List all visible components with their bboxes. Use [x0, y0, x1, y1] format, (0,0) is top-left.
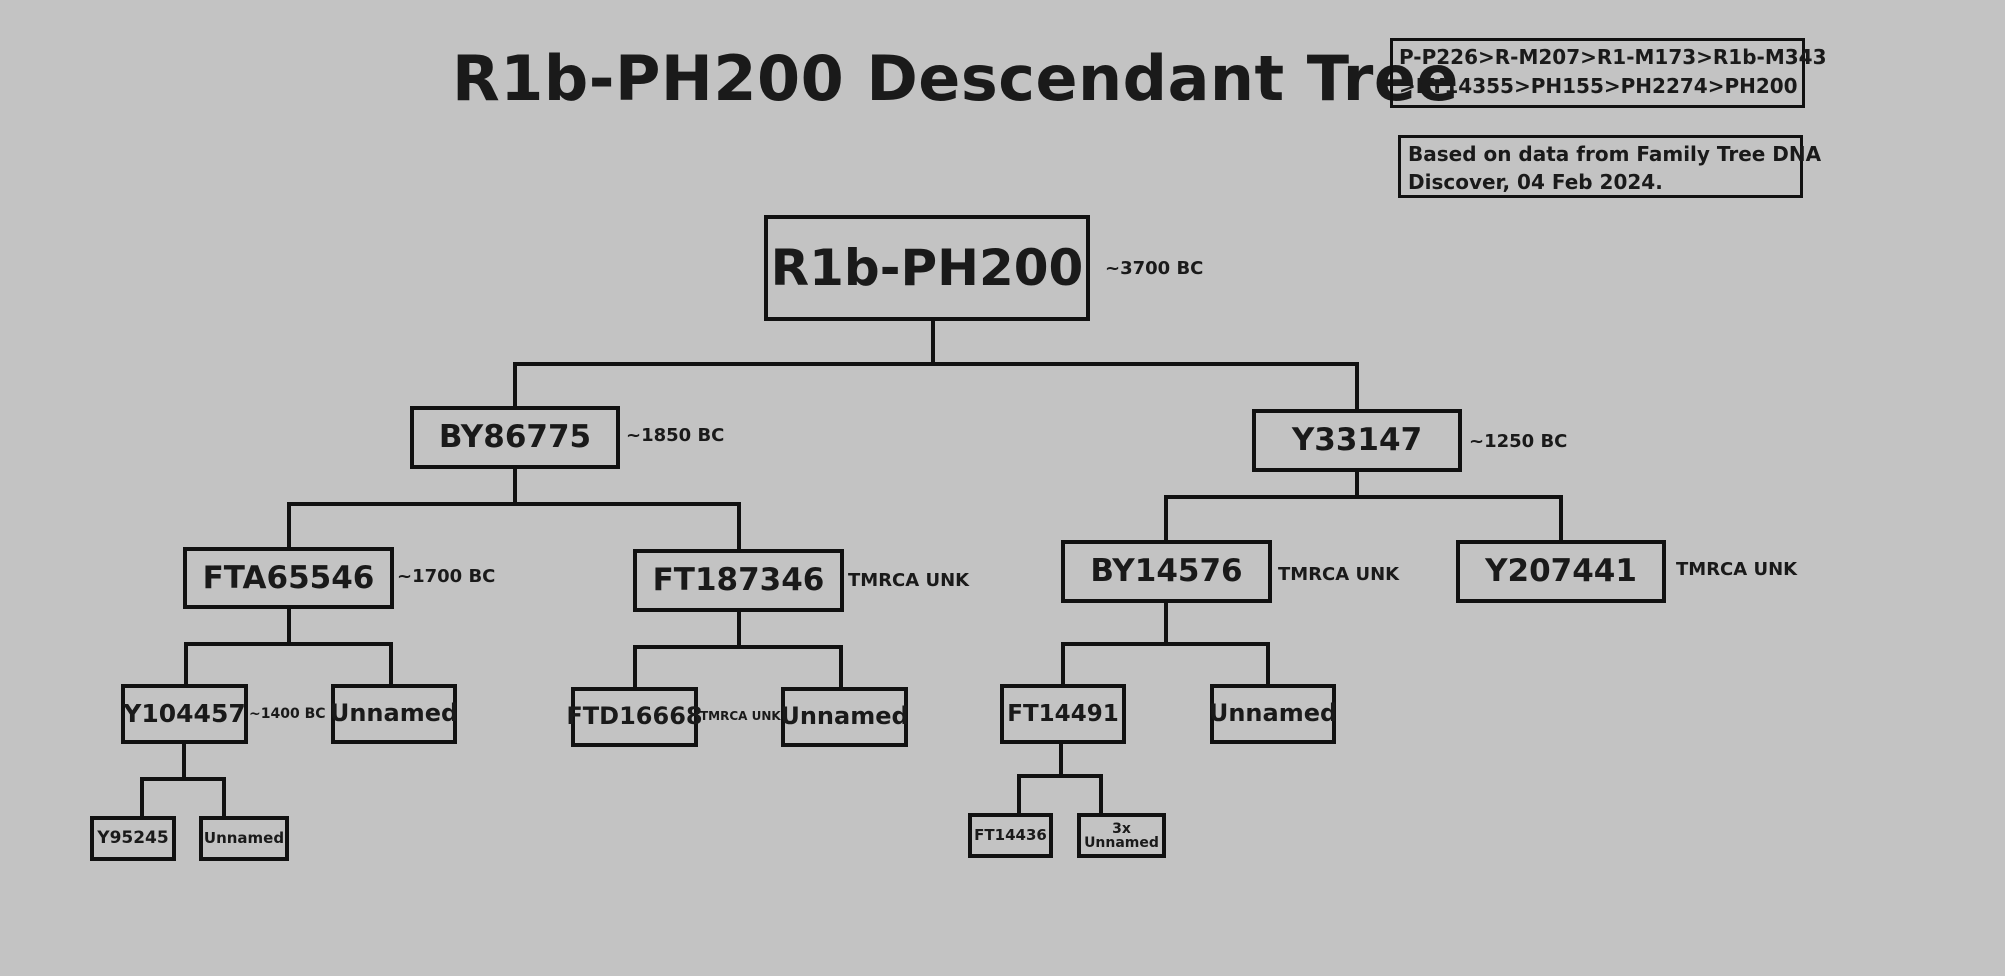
node-label: BY86775	[438, 419, 592, 456]
lineage-line-1: P-P226>R-M207>R1-M173>R1b-M343	[1399, 45, 1827, 69]
node-unnamed: Unnamed	[1208, 684, 1338, 744]
node-label: FT14436	[974, 825, 1047, 844]
node-label: BY14576	[1090, 553, 1243, 590]
node-by86775: BY86775	[410, 406, 620, 469]
node-ft187346: FT187346	[633, 549, 844, 612]
node-label: R1b-PH200	[770, 238, 1084, 297]
node-age: ~1850 BC	[626, 425, 725, 446]
node-age: TMRCA UNK	[848, 570, 970, 591]
node-unnamed: Unnamed	[199, 816, 289, 861]
source-line-2: Discover, 04 Feb 2024.	[1408, 170, 1663, 194]
node-label: Unnamed	[203, 828, 285, 847]
node-label: Y207441	[1485, 553, 1637, 590]
node-age: ~3700 BC	[1105, 258, 1204, 279]
node-age: ~1250 BC	[1469, 431, 1568, 452]
lineage-box: P-P226>R-M207>R1-M173>R1b-M343 >BY14355>…	[1390, 38, 1827, 108]
node-label: FTA65546	[202, 559, 375, 596]
node-unnamed: Unnamed	[329, 684, 459, 744]
node-label: Unnamed	[1084, 834, 1159, 851]
node-label: Unnamed	[780, 702, 909, 731]
source-line-1: Based on data from Family Tree DNA	[1408, 142, 1822, 166]
node-age: ~1400 BC	[249, 706, 326, 722]
node-label: Y95245	[97, 827, 169, 848]
node-age: TMRCA UNK	[1676, 559, 1798, 580]
node-ft14491: FT14491	[1000, 684, 1126, 744]
node-label: Y104457	[123, 698, 246, 728]
node-label: FT187346	[652, 562, 825, 599]
lineage-line-2: >BY14355>PH155>PH2274>PH200	[1399, 74, 1798, 98]
node-y33147: Y33147	[1252, 409, 1462, 472]
node-fta65546: FTA65546	[183, 547, 394, 609]
source-note-box: Based on data from Family Tree DNA Disco…	[1398, 135, 1822, 198]
node-label: FT14491	[1007, 700, 1119, 727]
node-label: FTD16668	[566, 702, 703, 731]
node-y207441: Y207441	[1456, 540, 1666, 603]
node-y95245: Y95245	[90, 816, 176, 861]
node-label: Unnamed	[1208, 699, 1338, 728]
node-age: TMRCA UNK	[700, 709, 781, 723]
node-label: Unnamed	[329, 699, 459, 728]
node-label-count: 3x	[1112, 820, 1131, 837]
node-label: Y33147	[1291, 422, 1423, 459]
node-y104457: Y104457	[121, 684, 248, 744]
page-title: R1b-PH200 Descendant Tree	[452, 42, 1459, 115]
node-unnamed-multiple: 3x Unnamed	[1077, 813, 1166, 858]
node-ftd16668: FTD16668	[566, 687, 703, 747]
node-ft14436: FT14436	[968, 813, 1053, 858]
node-age: TMRCA UNK	[1278, 564, 1400, 585]
node-r1b-ph200: R1b-PH200	[764, 215, 1090, 321]
node-age: ~1700 BC	[397, 566, 496, 587]
node-unnamed: Unnamed	[780, 687, 909, 747]
node-by14576: BY14576	[1061, 540, 1272, 603]
